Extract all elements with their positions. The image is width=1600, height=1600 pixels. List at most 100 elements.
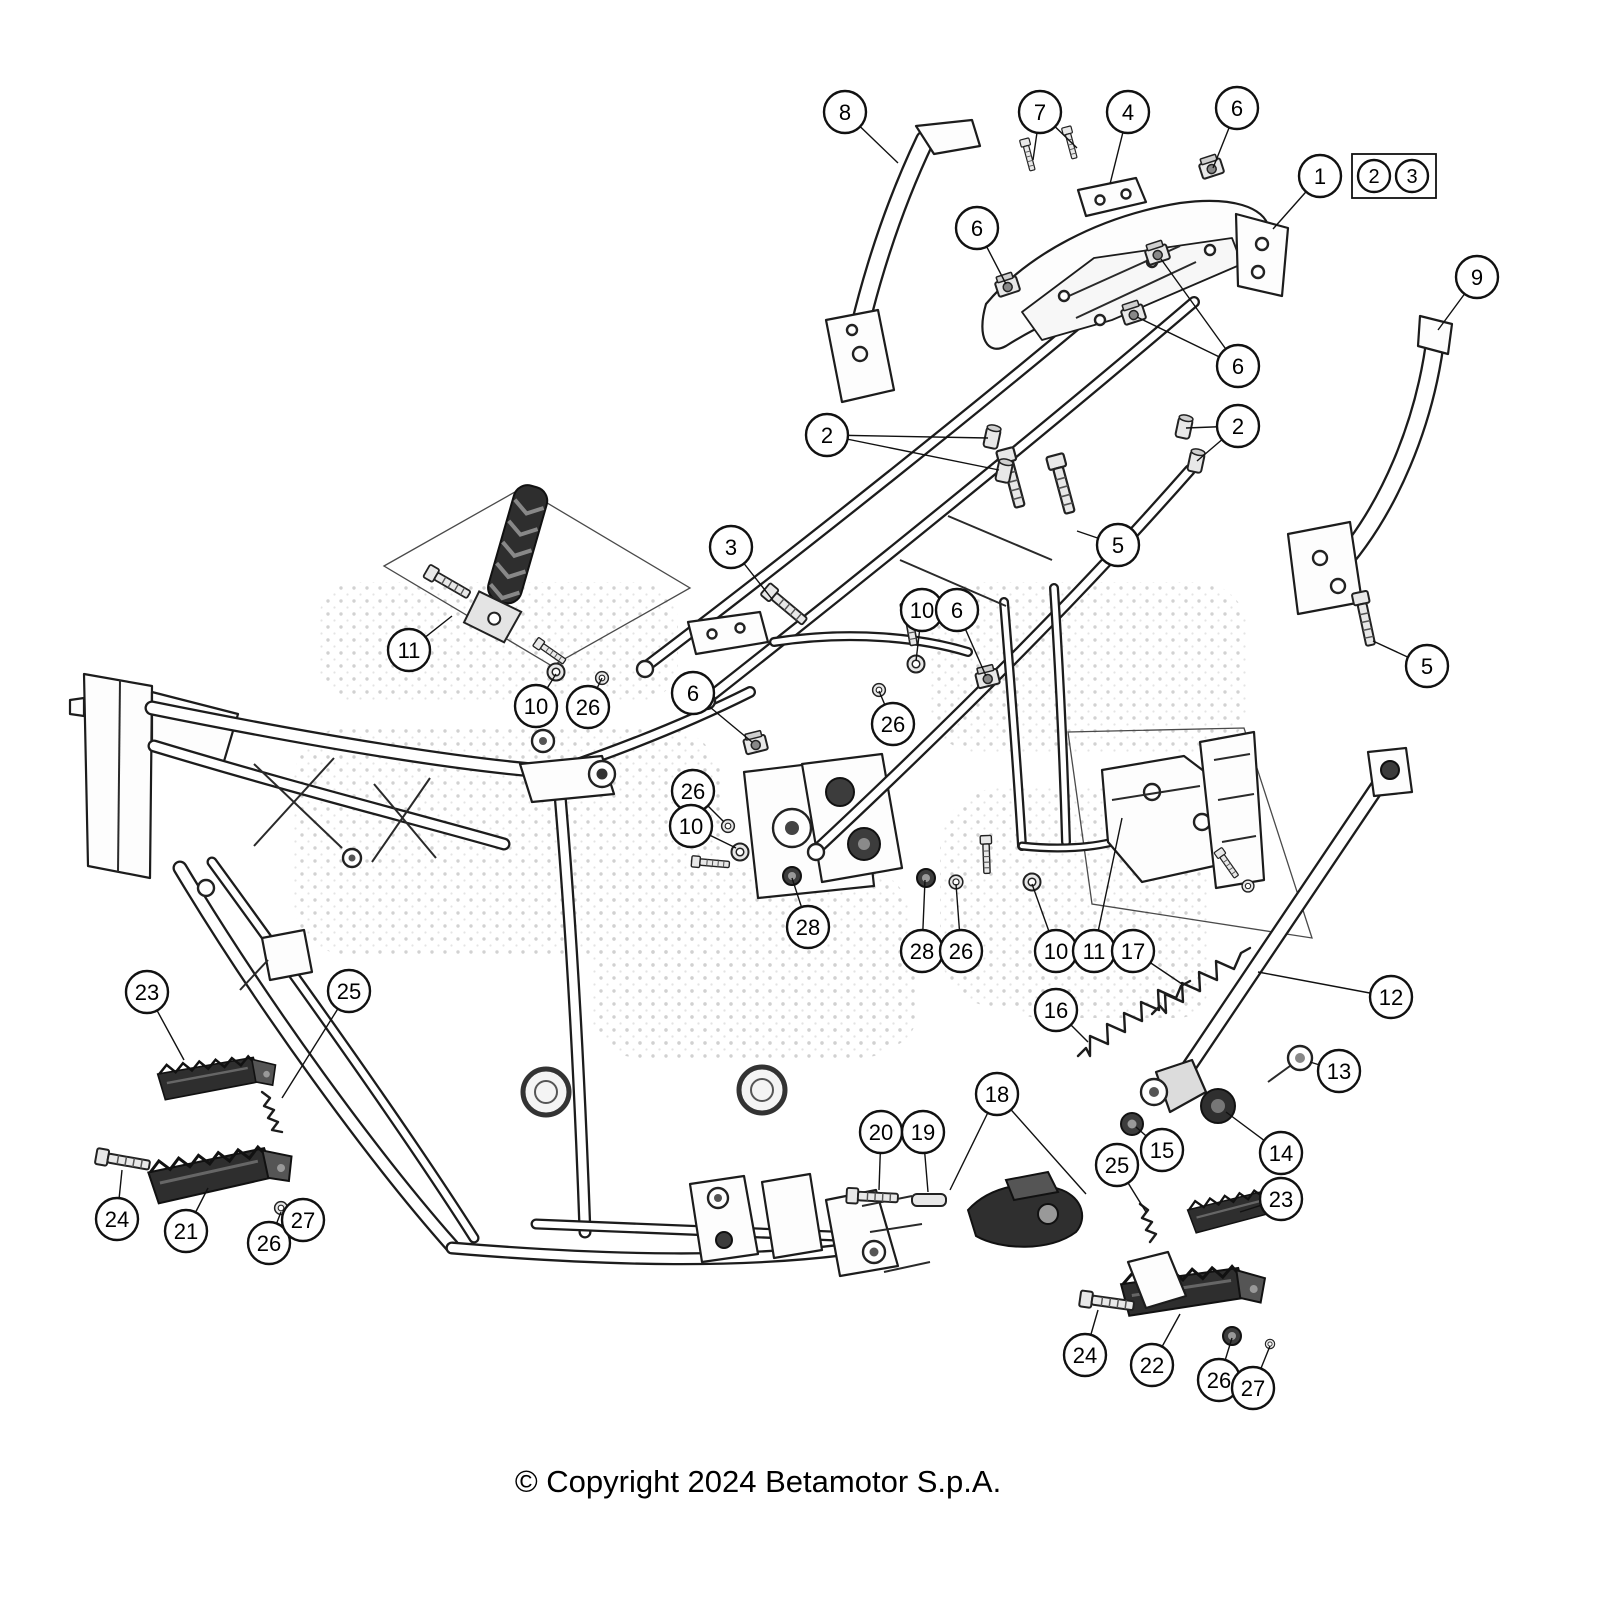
callout-24[interactable]: 24 bbox=[1062, 1332, 1108, 1378]
svg-text:27: 27 bbox=[1241, 1376, 1265, 1401]
callout-18[interactable]: 18 bbox=[974, 1071, 1020, 1117]
callout-6[interactable]: 6 bbox=[1214, 85, 1260, 131]
svg-text:5: 5 bbox=[1112, 533, 1124, 558]
svg-text:2: 2 bbox=[1368, 166, 1379, 188]
legend-callout-2[interactable]: 2 bbox=[1356, 158, 1392, 194]
footpegs-drawing bbox=[93, 1052, 1300, 1350]
callout-23[interactable]: 23 bbox=[1258, 1176, 1304, 1222]
callout-6[interactable]: 6 bbox=[670, 670, 716, 716]
svg-text:26: 26 bbox=[881, 712, 905, 737]
callout-19[interactable]: 19 bbox=[900, 1109, 946, 1155]
svg-text:17: 17 bbox=[1121, 939, 1145, 964]
svg-text:28: 28 bbox=[796, 915, 820, 940]
callout-10[interactable]: 10 bbox=[899, 587, 945, 633]
svg-text:6: 6 bbox=[971, 216, 983, 241]
callout-28[interactable]: 28 bbox=[899, 928, 945, 974]
callout-27[interactable]: 27 bbox=[280, 1197, 326, 1243]
svg-text:23: 23 bbox=[1269, 1187, 1293, 1212]
svg-text:8: 8 bbox=[839, 100, 851, 125]
callout-23[interactable]: 23 bbox=[124, 969, 170, 1015]
callout-21[interactable]: 21 bbox=[163, 1208, 209, 1254]
callout-9[interactable]: 9 bbox=[1454, 254, 1500, 300]
svg-text:6: 6 bbox=[687, 681, 699, 706]
svg-text:26: 26 bbox=[1207, 1368, 1231, 1393]
leader-line-18 bbox=[996, 1093, 1087, 1195]
callout-20[interactable]: 20 bbox=[858, 1109, 904, 1155]
callout-26[interactable]: 26 bbox=[565, 684, 611, 730]
callout-22[interactable]: 22 bbox=[1129, 1342, 1175, 1388]
callout-17[interactable]: 17 bbox=[1110, 928, 1156, 974]
callout-27[interactable]: 27 bbox=[1230, 1365, 1276, 1411]
callout-11[interactable]: 11 bbox=[1071, 928, 1117, 974]
svg-text:10: 10 bbox=[679, 814, 703, 839]
callout-14[interactable]: 14 bbox=[1258, 1130, 1304, 1176]
svg-text:21: 21 bbox=[174, 1219, 198, 1244]
grab-handles-drawing bbox=[824, 118, 1454, 616]
svg-text:24: 24 bbox=[1073, 1343, 1097, 1368]
footpeg-spring-25-right bbox=[1138, 1202, 1158, 1244]
callout-5[interactable]: 5 bbox=[1404, 643, 1450, 689]
callout-26[interactable]: 26 bbox=[938, 928, 984, 974]
callout-6[interactable]: 6 bbox=[954, 205, 1000, 251]
passenger-footrest-drawing bbox=[382, 484, 692, 667]
callout-10[interactable]: 10 bbox=[513, 683, 559, 729]
svg-text:14: 14 bbox=[1269, 1141, 1293, 1166]
callout-4[interactable]: 4 bbox=[1105, 89, 1151, 135]
callout-13[interactable]: 13 bbox=[1316, 1048, 1362, 1094]
svg-text:10: 10 bbox=[1044, 939, 1068, 964]
svg-text:22: 22 bbox=[1140, 1353, 1164, 1378]
svg-text:3: 3 bbox=[1406, 166, 1417, 188]
diagram-artwork bbox=[68, 118, 1454, 1350]
svg-text:1: 1 bbox=[1314, 164, 1326, 189]
side-stand-drawing bbox=[1076, 746, 1414, 1136]
svg-text:27: 27 bbox=[291, 1208, 315, 1233]
callout-26[interactable]: 26 bbox=[246, 1220, 292, 1266]
svg-text:2: 2 bbox=[1232, 414, 1244, 439]
callout-1[interactable]: 1 bbox=[1297, 153, 1343, 199]
legend-callout-3[interactable]: 3 bbox=[1394, 158, 1430, 194]
callout-12[interactable]: 12 bbox=[1368, 974, 1414, 1020]
svg-text:26: 26 bbox=[949, 939, 973, 964]
svg-text:10: 10 bbox=[524, 694, 548, 719]
svg-text:24: 24 bbox=[105, 1207, 129, 1232]
callout-25[interactable]: 25 bbox=[1094, 1142, 1140, 1188]
svg-text:6: 6 bbox=[1232, 354, 1244, 379]
leader-line-2 bbox=[826, 434, 1000, 471]
callout-6[interactable]: 6 bbox=[1215, 343, 1261, 389]
svg-text:18: 18 bbox=[985, 1082, 1009, 1107]
leader-line-11 bbox=[1093, 817, 1123, 952]
svg-text:20: 20 bbox=[869, 1120, 893, 1145]
callout-15[interactable]: 15 bbox=[1139, 1127, 1185, 1173]
callout-7[interactable]: 7 bbox=[1017, 89, 1063, 135]
svg-text:10: 10 bbox=[910, 598, 934, 623]
callout-2[interactable]: 2 bbox=[804, 412, 850, 458]
callout-28[interactable]: 28 bbox=[785, 904, 831, 950]
leader-line-2 bbox=[826, 434, 989, 439]
svg-text:26: 26 bbox=[576, 695, 600, 720]
svg-text:23: 23 bbox=[135, 980, 159, 1005]
callout-6[interactable]: 6 bbox=[934, 587, 980, 633]
svg-text:15: 15 bbox=[1150, 1138, 1174, 1163]
svg-text:3: 3 bbox=[725, 535, 737, 560]
svg-text:26: 26 bbox=[257, 1231, 281, 1256]
callout-5[interactable]: 5 bbox=[1095, 522, 1141, 568]
svg-text:25: 25 bbox=[1105, 1153, 1129, 1178]
callout-10[interactable]: 10 bbox=[668, 803, 714, 849]
callout-3[interactable]: 3 bbox=[708, 524, 754, 570]
callout-2[interactable]: 2 bbox=[1215, 403, 1261, 449]
callout-11[interactable]: 11 bbox=[386, 627, 432, 673]
svg-text:19: 19 bbox=[911, 1120, 935, 1145]
callout-10[interactable]: 10 bbox=[1033, 928, 1079, 974]
svg-text:9: 9 bbox=[1471, 265, 1483, 290]
callout-25[interactable]: 25 bbox=[326, 968, 372, 1014]
chain-guide-drawing bbox=[845, 1170, 1084, 1248]
callout-8[interactable]: 8 bbox=[822, 89, 868, 135]
main-frame-drawing bbox=[68, 672, 931, 1278]
callout-16[interactable]: 16 bbox=[1033, 987, 1079, 1033]
callout-26[interactable]: 26 bbox=[870, 701, 916, 747]
callout-24[interactable]: 24 bbox=[94, 1196, 140, 1242]
svg-text:26: 26 bbox=[681, 779, 705, 804]
